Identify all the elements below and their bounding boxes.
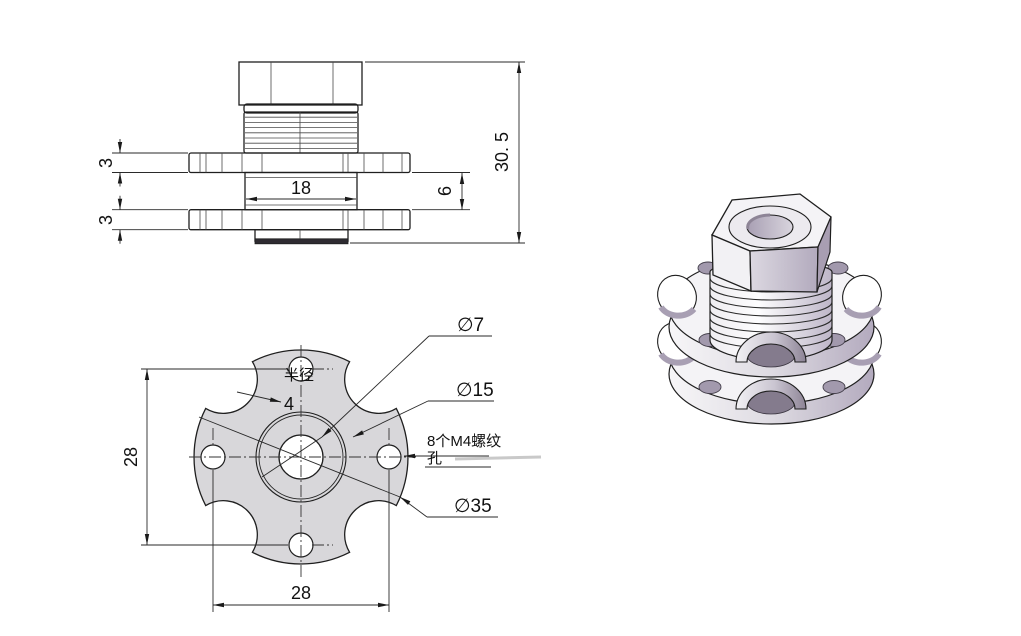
label-thread-note-line1: 8个M4螺纹 xyxy=(427,433,501,450)
dim-flange-thickness-bottom: 3 xyxy=(96,195,188,244)
hex-nut-front xyxy=(238,61,363,106)
label-radius-line1: 半径 xyxy=(284,367,314,384)
front-view: 18 30. 5 6 3 xyxy=(96,61,525,245)
washer-band xyxy=(243,103,359,114)
centerlines xyxy=(189,345,416,577)
leader-boss-dia: ∅15 xyxy=(352,380,494,438)
dim-flange-gap: 6 xyxy=(412,172,470,211)
dim-total-height: 30. 5 xyxy=(350,61,525,244)
label-d15: ∅15 xyxy=(456,380,494,401)
label-thread-note-line2: 孔 xyxy=(427,450,442,467)
label-radius-line2: 4 xyxy=(284,394,294,414)
dim-3-bottom-text: 3 xyxy=(96,215,116,225)
dim-3-top-text: 3 xyxy=(96,158,116,168)
iso-hex-nut xyxy=(711,193,832,293)
dim-18-text: 18 xyxy=(291,178,311,198)
leader-thread-note: 8个M4螺纹 孔 xyxy=(404,433,542,468)
leader-outer-dia: ∅35 xyxy=(198,416,498,518)
dim-flange-thickness-top: 3 xyxy=(96,139,188,187)
dim-28v-text: 28 xyxy=(121,447,141,467)
leader-center-hole-dia: ∅7 xyxy=(261,315,492,478)
dim-28h-text: 28 xyxy=(291,583,311,603)
dim-6-text: 6 xyxy=(435,186,455,196)
dim-30-5-text: 30. 5 xyxy=(492,132,512,172)
isometric-view xyxy=(657,193,882,425)
dim-hole-spacing-vertical: 28 xyxy=(121,368,288,546)
label-d35: ∅35 xyxy=(454,496,492,517)
dim-hole-spacing-horizontal: 28 xyxy=(212,470,390,612)
label-d7: ∅7 xyxy=(457,315,484,336)
iso-upper-hump xyxy=(735,331,807,368)
bottom-view: 28 28 ∅7 ∅15 xyxy=(121,315,542,612)
bottom-cap-dark-band xyxy=(254,238,349,245)
leader-fillet-radius: 半径 4 xyxy=(236,367,314,414)
dim-body-width: 18 xyxy=(246,178,356,202)
